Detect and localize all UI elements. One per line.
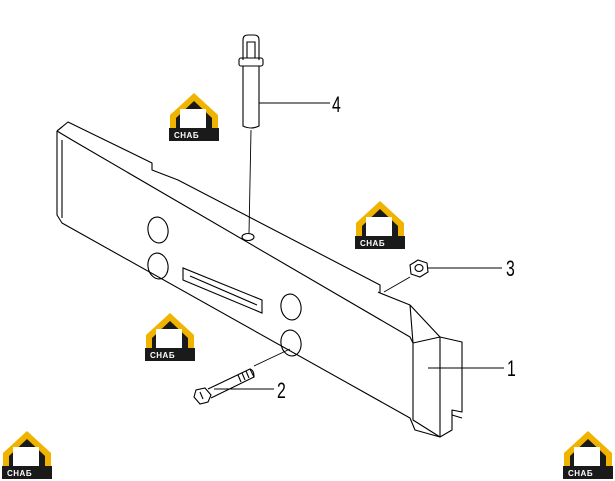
hole-lower-right xyxy=(280,329,302,357)
watermark-logo-subtext: СНАБ xyxy=(7,469,32,478)
watermark-logo-3: НЗ СНАБ xyxy=(145,313,195,361)
callout-2: 2 xyxy=(277,380,286,404)
watermark-logo-text: НЗ xyxy=(575,449,598,468)
watermark-logo-text: НЗ xyxy=(181,111,204,130)
watermark-logo-text: НЗ xyxy=(14,449,37,468)
callout-1: 1 xyxy=(507,358,516,382)
leader-lines xyxy=(214,102,504,390)
counterweight-body xyxy=(56,121,463,438)
nut xyxy=(383,259,429,293)
lifting-pin xyxy=(238,34,264,234)
watermark-logo-subtext: СНАБ xyxy=(150,351,175,360)
watermark-logo-subtext: СНАБ xyxy=(568,469,593,478)
watermark-logo-subtext: СНАБ xyxy=(174,131,199,140)
hole-upper-right xyxy=(280,293,302,321)
hole-lower-left xyxy=(147,252,169,280)
callout-3: 3 xyxy=(506,258,515,282)
callout-4: 4 xyxy=(332,94,341,118)
center-slot xyxy=(182,267,263,314)
hole-upper-left xyxy=(147,216,169,244)
watermark-logo-2: НЗ СНАБ xyxy=(355,201,405,249)
watermark-logo-subtext: СНАБ xyxy=(360,239,385,248)
mounting-holes xyxy=(147,216,302,357)
watermark-logo-5: НЗ СНАБ xyxy=(563,431,613,479)
watermark-logo-text: НЗ xyxy=(367,219,390,238)
bolt xyxy=(193,348,291,405)
watermark-logo-text: НЗ xyxy=(157,331,180,350)
callout-labels: 1 2 3 4 xyxy=(277,94,516,404)
watermark-logo-4: НЗ СНАБ xyxy=(2,431,52,479)
pin-hole xyxy=(241,232,255,242)
watermark-logo-1: НЗ СНАБ xyxy=(169,93,219,141)
